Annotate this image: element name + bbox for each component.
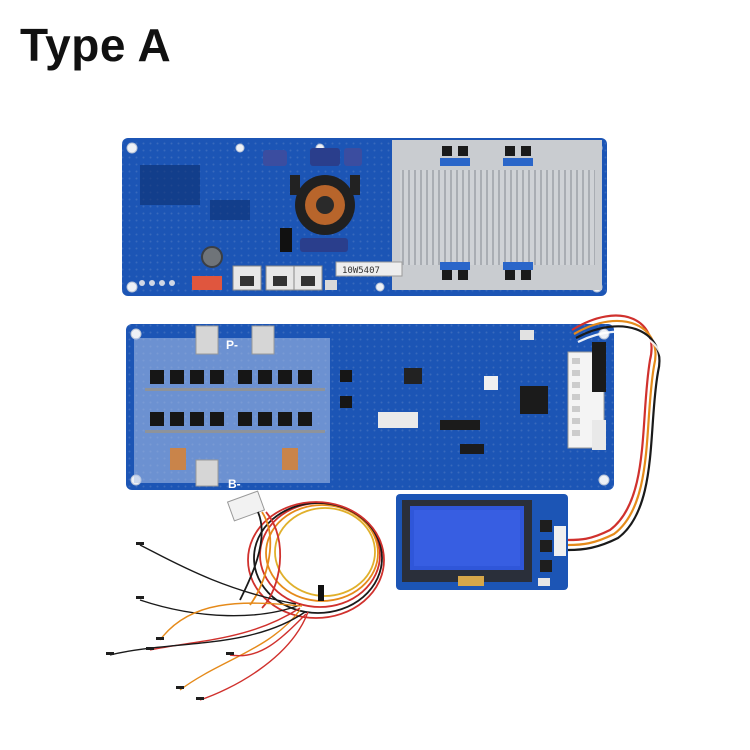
rj45-ports [232,265,323,291]
page-title: Type A [20,19,172,71]
board-label: 10W5407 [342,266,380,276]
lcd-display-module [396,494,568,590]
lcd-cable [567,314,665,557]
top-bms-board: 10W5407 [122,138,607,296]
main-bms-board: P- B- [126,324,614,491]
power-components [201,148,362,268]
dip-switch [192,276,222,290]
mosfet-array [150,370,352,426]
wire-harness [106,490,385,701]
lcd-buttons [540,520,552,572]
p-minus-label: P- [226,338,238,352]
b-minus-label: B- [228,477,241,491]
heatsink: 10W5407 [335,140,602,290]
